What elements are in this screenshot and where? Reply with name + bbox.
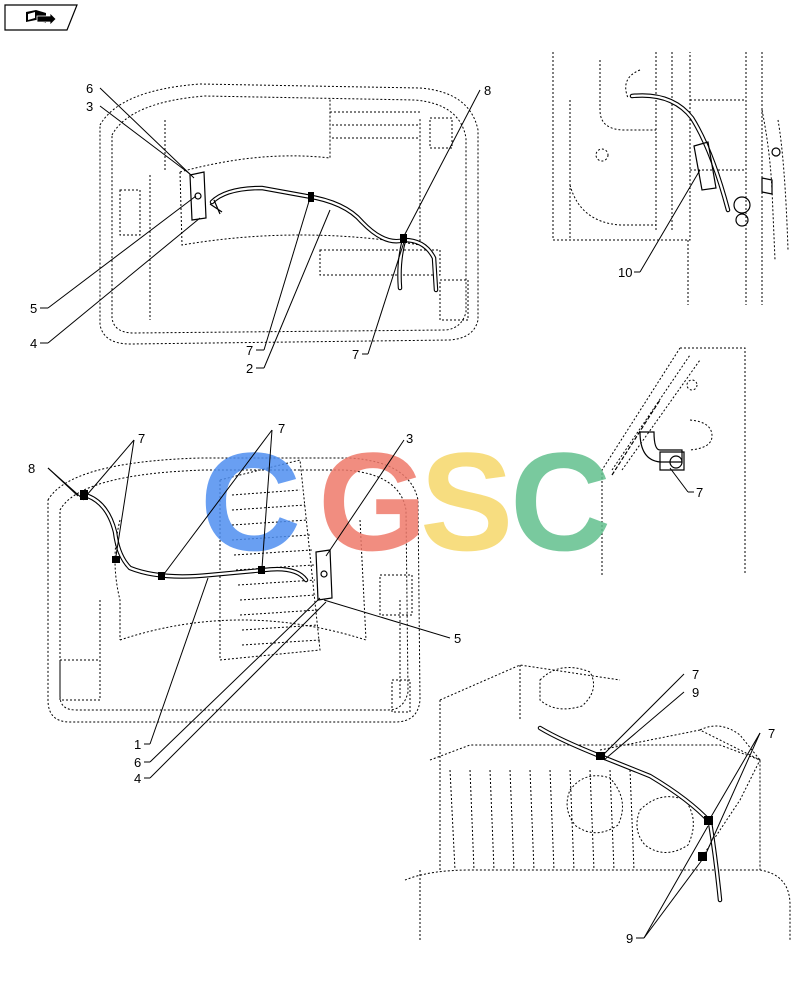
engine-detail (404, 664, 791, 940)
callout-label: 7 (692, 667, 699, 682)
callout-label: 3 (86, 99, 93, 114)
callout-label: 7 (246, 343, 253, 358)
bracket-detail-top (552, 52, 789, 305)
watermark-letter-g: G (318, 423, 427, 580)
watermark-letter-c: C (200, 423, 301, 580)
callout-label: 4 (30, 336, 37, 351)
watermark: C G S C (200, 423, 611, 580)
callout-label: 4 (134, 771, 141, 786)
panel-view-top (99, 83, 479, 345)
callout-label: 9 (626, 931, 633, 946)
watermark-letter-c2: C (510, 423, 611, 580)
callout-label: 5 (30, 301, 37, 316)
callout-label: 7 (696, 485, 703, 500)
callouts: 6 3 8 5 4 7 2 7 10 8 7 7 3 5 1 6 4 7 7 9… (28, 81, 775, 946)
book-arrow-icon[interactable] (4, 4, 78, 31)
callout-label: 7 (352, 347, 359, 362)
callout-label: 2 (246, 361, 253, 376)
callout-label: 7 (768, 726, 775, 741)
callout-label: 6 (86, 81, 93, 96)
callout-label: 6 (134, 755, 141, 770)
callout-label: 8 (484, 83, 491, 98)
callout-label: 5 (454, 631, 461, 646)
callout-label: 7 (278, 421, 285, 436)
watermark-letter-s: S (420, 423, 513, 580)
callout-label: 1 (134, 737, 141, 752)
callout-label: 3 (406, 431, 413, 446)
callout-label: 9 (692, 685, 699, 700)
panel-view-middle (47, 457, 421, 723)
callout-label: 7 (138, 431, 145, 446)
callout-label: 10 (618, 265, 632, 280)
callout-label: 8 (28, 461, 35, 476)
leader-lines (40, 87, 761, 939)
clamp-detail (601, 347, 746, 575)
